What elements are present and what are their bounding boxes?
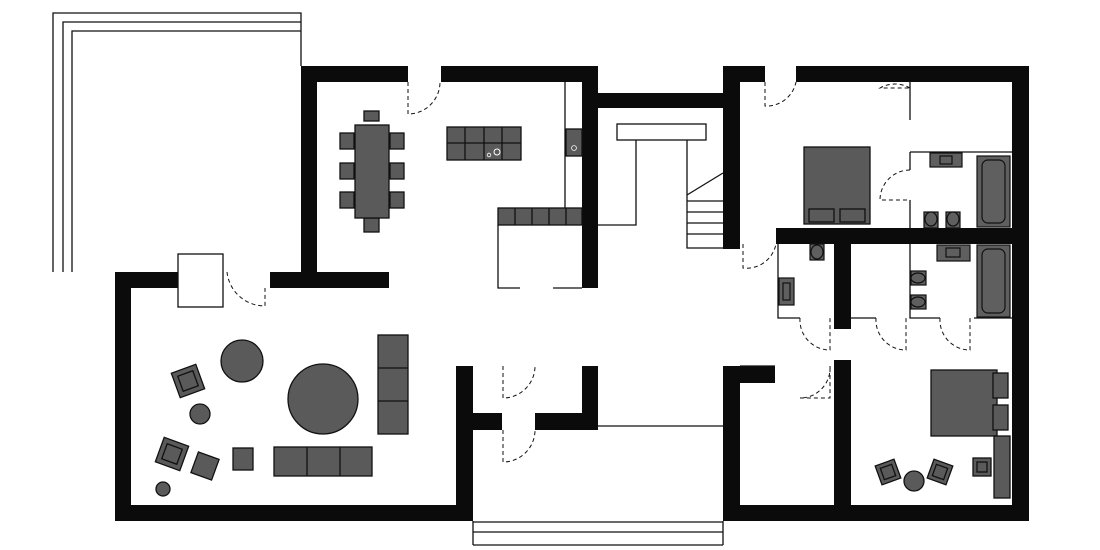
toilet-room-fixtures xyxy=(778,243,825,306)
terrace xyxy=(52,12,302,272)
bedroom-2-furniture xyxy=(874,369,1011,499)
bedroom-1-furniture xyxy=(803,146,871,225)
bathroom-1-fixtures xyxy=(923,152,1011,229)
walls xyxy=(115,66,1029,521)
dining-set xyxy=(339,110,405,233)
kitchen xyxy=(446,126,583,226)
doors xyxy=(177,81,971,463)
living-room-furniture xyxy=(154,334,409,497)
partitions xyxy=(472,82,1012,546)
bathroom-2-fixtures xyxy=(910,244,1011,318)
stairs xyxy=(616,123,724,249)
